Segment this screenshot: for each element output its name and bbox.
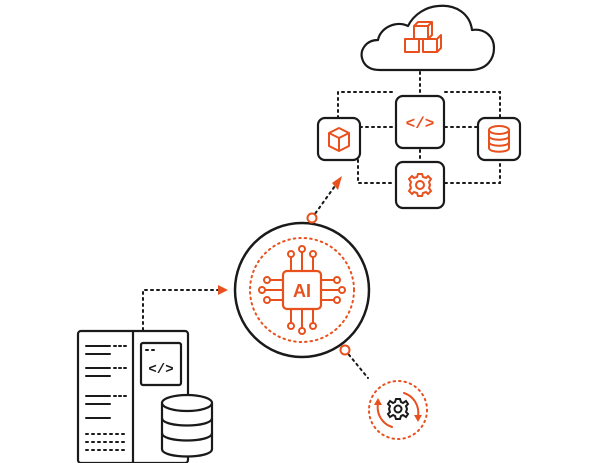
gear-teeth bbox=[386, 398, 410, 420]
db-ring bbox=[160, 432, 214, 442]
db-rings bbox=[488, 135, 510, 147]
grid-bottom-left-connector bbox=[357, 159, 396, 184]
server-slots-left bbox=[85, 345, 127, 451]
ai-to-cluster-connector bbox=[311, 185, 336, 219]
refresh-arrowhead-right bbox=[414, 415, 422, 422]
chip-pin-end bbox=[287, 250, 295, 258]
gear-hub bbox=[415, 180, 425, 190]
code-node: </> bbox=[394, 94, 446, 150]
gear-node bbox=[394, 160, 446, 210]
refresh-arc-left bbox=[376, 402, 393, 428]
database-icon bbox=[488, 125, 510, 153]
server-node bbox=[76, 329, 190, 463]
db-body bbox=[160, 403, 214, 458]
cube-bottom-left bbox=[404, 38, 420, 53]
db-body bbox=[488, 130, 510, 153]
cube-bottom-right bbox=[422, 38, 438, 53]
ai-chip-icon bbox=[258, 245, 346, 335]
code-brackets-icon: </> bbox=[406, 115, 435, 133]
chip-body bbox=[281, 269, 323, 311]
db-ring bbox=[160, 417, 214, 427]
chip-pin-end bbox=[333, 276, 341, 284]
chip-pin-end bbox=[298, 327, 306, 335]
code-brackets-icon: </> bbox=[148, 362, 173, 378]
cluster-arrowhead bbox=[332, 176, 342, 190]
cube-top-face bbox=[413, 21, 433, 40]
chip-pins-top bbox=[290, 251, 314, 272]
ai-node: AI bbox=[233, 212, 371, 359]
chip-pin-end bbox=[263, 276, 271, 284]
chip-pins-bottom bbox=[290, 308, 314, 329]
database-icon bbox=[160, 393, 214, 458]
gear-icon bbox=[407, 173, 433, 197]
cube-node bbox=[316, 116, 362, 162]
chip-pin-end bbox=[298, 245, 306, 253]
sync-gear bbox=[386, 398, 410, 420]
database-node bbox=[476, 116, 522, 162]
chip-pin-end bbox=[258, 286, 266, 294]
grid-bottom-right-connector bbox=[444, 159, 501, 184]
cube-right-face bbox=[436, 34, 442, 53]
cube-top bbox=[413, 25, 429, 40]
ai-chip-label: AI bbox=[293, 281, 311, 301]
gear-node-box bbox=[394, 160, 446, 210]
refresh-arrows-icon bbox=[374, 392, 422, 428]
refresh-arc-right bbox=[403, 392, 420, 418]
chip-pin-end bbox=[309, 250, 317, 258]
ai-bottom-port bbox=[339, 344, 351, 356]
sync-node bbox=[368, 380, 428, 440]
cloud-node bbox=[360, 4, 496, 72]
chip-pin-end bbox=[338, 286, 346, 294]
cube-icon bbox=[328, 127, 350, 152]
chip-pins-left bbox=[264, 279, 284, 301]
server-to-ai-connector bbox=[142, 289, 219, 331]
grid-top-right-connector bbox=[444, 91, 501, 119]
ai-to-sync-connector bbox=[344, 349, 369, 379]
chip-pin-end bbox=[263, 296, 271, 304]
gear-refresh-icon bbox=[386, 398, 410, 420]
gear-teeth bbox=[407, 173, 433, 197]
db-top bbox=[160, 393, 214, 413]
ai-top-port bbox=[306, 212, 318, 224]
cube-edges bbox=[328, 132, 350, 151]
arrowheads bbox=[218, 176, 342, 295]
server-code-window bbox=[139, 341, 183, 387]
chip-pins-right bbox=[320, 279, 340, 301]
chip-pin-end bbox=[333, 296, 341, 304]
chip-pin-end bbox=[287, 322, 295, 330]
sync-dotted-ring bbox=[368, 380, 428, 440]
refresh-arrowhead-left bbox=[374, 398, 382, 405]
chip-pin-end bbox=[309, 322, 317, 330]
ai-outer-ring bbox=[233, 221, 371, 359]
server-arrowhead bbox=[218, 285, 228, 295]
cloud-with-cubes-icon bbox=[404, 21, 442, 53]
ai-inner-dotted-ring bbox=[249, 237, 355, 343]
connector-lines bbox=[142, 71, 501, 379]
gear-hub bbox=[393, 404, 403, 414]
grid-top-left-connector bbox=[337, 91, 396, 119]
code-node-box bbox=[394, 94, 446, 150]
